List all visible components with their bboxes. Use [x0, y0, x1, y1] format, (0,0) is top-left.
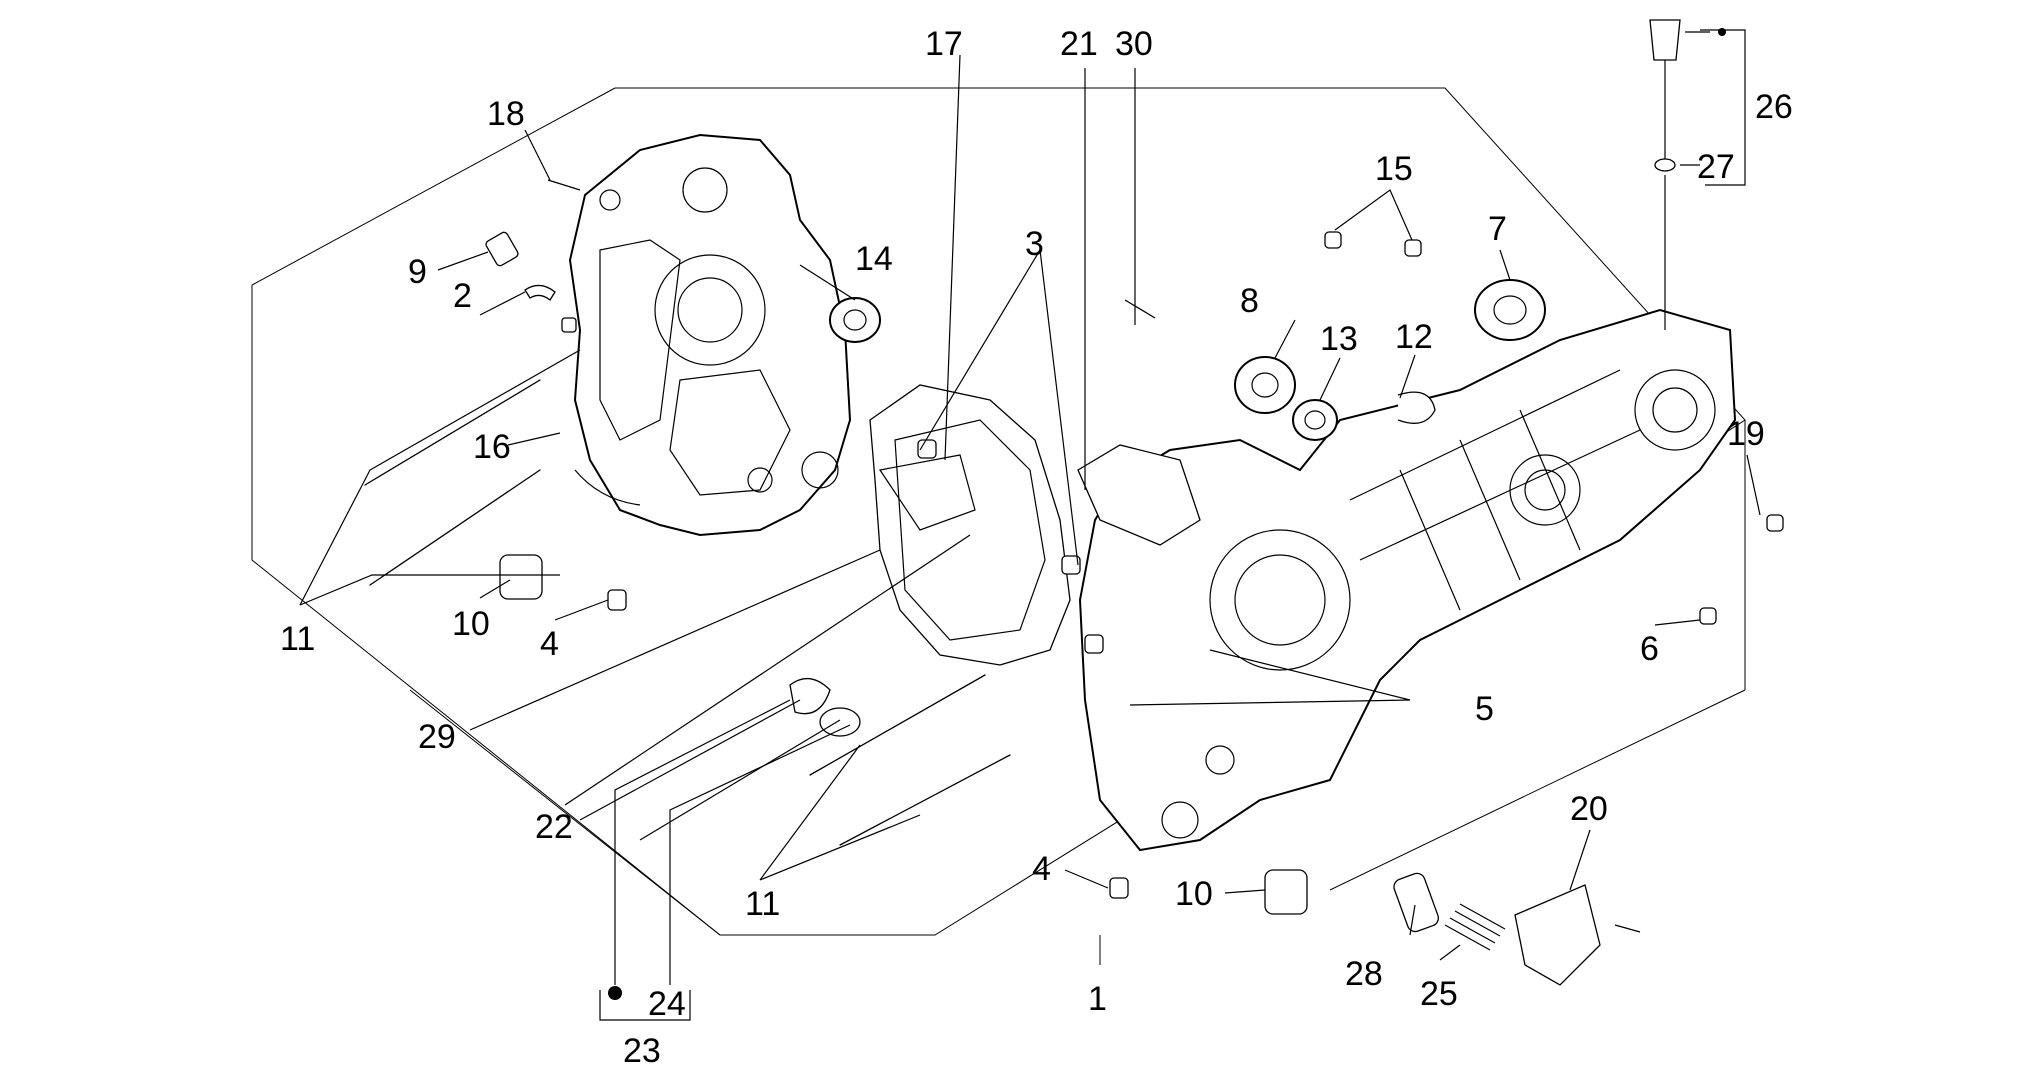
stud-bolts	[364, 379, 1011, 846]
callout-5: 5	[1475, 690, 1494, 728]
bearings	[829, 279, 1546, 441]
crankcase-gasket	[869, 384, 1071, 666]
callout-7: 7	[1488, 210, 1507, 248]
callout-11-bottom: 11	[745, 885, 780, 923]
leader-lines	[299, 29, 1761, 1021]
callout-29: 29	[418, 718, 456, 756]
callout-17: 17	[925, 25, 963, 63]
callout-19: 19	[1727, 415, 1765, 453]
group-frame	[251, 87, 1746, 965]
callout-8: 8	[1240, 282, 1259, 320]
callout-13: 13	[1320, 320, 1358, 358]
callout-28: 28	[1345, 955, 1383, 993]
callout-25: 25	[1420, 975, 1458, 1013]
callout-4-right: 4	[1032, 850, 1051, 888]
callout-10-left: 10	[452, 605, 490, 643]
callout-14: 14	[855, 240, 893, 278]
callout-6: 6	[1640, 630, 1659, 668]
small-parts	[485, 19, 1784, 986]
callout-23: 23	[623, 1032, 661, 1065]
callout-30: 30	[1115, 25, 1153, 63]
callout-16: 16	[473, 428, 511, 466]
callout-3: 3	[1025, 225, 1044, 263]
callout-21: 21	[1060, 25, 1098, 63]
marker-dots	[608, 28, 1726, 1000]
callout-24: 24	[648, 985, 686, 1023]
callout-20: 20	[1570, 790, 1608, 828]
callout-12: 12	[1395, 318, 1433, 356]
callout-10-right: 10	[1175, 875, 1213, 913]
callout-15: 15	[1375, 150, 1413, 188]
callout-2: 2	[453, 277, 472, 315]
callout-11-left: 11	[280, 620, 315, 658]
left-crankcase-half	[568, 133, 852, 537]
callout-22: 22	[535, 808, 573, 846]
callout-18: 18	[487, 95, 525, 133]
callout-26: 26	[1755, 88, 1793, 126]
right-crankcase-half	[1078, 308, 1737, 852]
callout-27: 27	[1697, 148, 1735, 186]
callout-labels: 1 2 3 4 4 5 6 7 8 9 10 10 11 11 12 13 14…	[280, 25, 1793, 1065]
callout-1: 1	[1088, 980, 1107, 1018]
callout-9: 9	[408, 253, 427, 291]
callout-4-left: 4	[540, 625, 559, 663]
